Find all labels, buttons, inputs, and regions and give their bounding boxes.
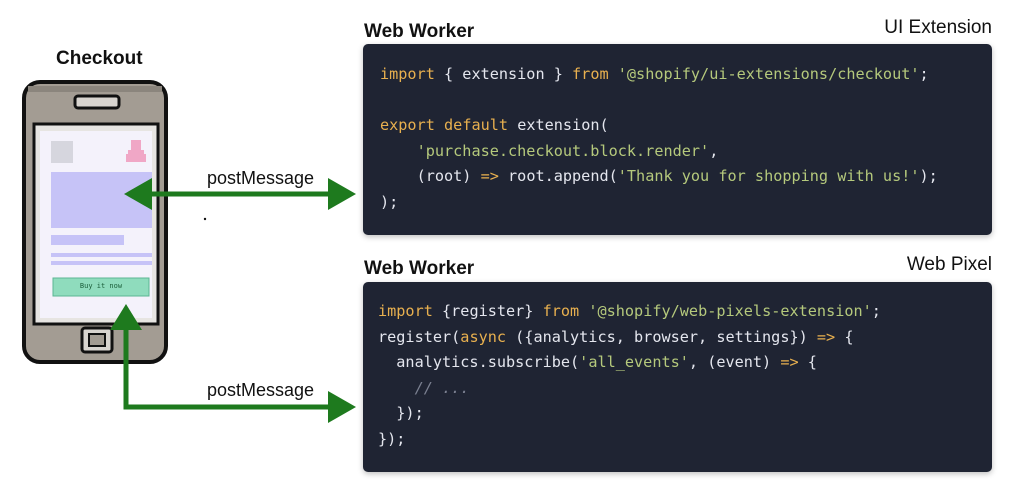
code-token: import [378, 302, 433, 320]
code-line: }); [378, 427, 992, 453]
code-token: {register} [432, 302, 543, 320]
code-token: '@shopify/web-pixels-extension' [588, 302, 872, 320]
thumbnail-placeholder [51, 141, 73, 163]
code-line: // ... [378, 376, 992, 402]
code-token: { extension } [434, 65, 573, 83]
code-token: 'all_events' [579, 353, 689, 371]
code-token: => [480, 167, 499, 185]
code-token: analytics.subscribe( [378, 353, 580, 371]
code-token: ({analytics, browser, settings}) [506, 327, 817, 346]
person-icon [126, 140, 146, 162]
code-token: ); [380, 192, 399, 211]
phone-illustration [22, 80, 168, 364]
code-token: async [460, 327, 507, 346]
code-token [435, 116, 444, 134]
code-token: from [572, 65, 609, 83]
checkout-title: Checkout [56, 48, 143, 69]
code-token: 'purchase.checkout.block.render' [416, 141, 710, 160]
web-pixel-label: Web Pixel [906, 254, 992, 275]
code-token: (root) [380, 167, 481, 185]
code-token: root.append( [498, 167, 618, 185]
code-line: (root) => root.append('Thank you for sho… [380, 164, 992, 190]
code-token: }); [378, 429, 406, 448]
buy-it-now-button [52, 277, 150, 297]
code-token: import [380, 65, 435, 83]
code-token: 'Thank you for shopping with us!' [617, 167, 920, 185]
code-token: ; [871, 302, 881, 320]
top-post-message-arrow [124, 178, 356, 210]
code-line: import { extension } from '@shopify/ui-e… [380, 62, 992, 88]
code-token: // ... [414, 378, 470, 397]
ui-extension-code: import { extension } from '@shopify/ui-e… [380, 62, 992, 215]
code-token: from [542, 302, 580, 320]
ui-extension-label: UI Extension [884, 17, 992, 38]
bottom-arrow-label: postMessage [207, 380, 315, 400]
code-token [378, 379, 415, 397]
code-line: export default extension( [380, 113, 992, 139]
code-line [380, 88, 992, 114]
code-token: , (event) [688, 353, 781, 371]
code-line: }); [378, 401, 992, 427]
code-token: register( [378, 327, 461, 346]
buy-button-label: Buy it now [79, 282, 123, 290]
code-token: default [444, 116, 509, 134]
code-token: { [835, 327, 854, 346]
code-token: extension( [508, 116, 609, 134]
code-token: export [380, 116, 435, 134]
speaker-icon [73, 94, 121, 110]
code-token: }); [378, 404, 424, 422]
ui-extension-worker-label: Web Worker [364, 21, 475, 42]
code-token: '@shopify/ui-extensions/checkout' [617, 65, 920, 83]
code-token: ; [919, 65, 929, 83]
code-token [579, 302, 588, 320]
web-pixel-code: import {register} from '@shopify/web-pix… [378, 299, 992, 452]
code-token [380, 142, 417, 160]
code-line: register(async ({analytics, browser, set… [378, 325, 992, 351]
stray-dot [203, 217, 207, 221]
code-line: 'purchase.checkout.block.render', [380, 139, 992, 165]
code-token: , [709, 141, 719, 160]
code-token: ); [919, 167, 938, 185]
code-line: import {register} from '@shopify/web-pix… [378, 299, 992, 325]
web-pixel-code-card: import {register} from '@shopify/web-pix… [363, 282, 992, 472]
code-line: analytics.subscribe('all_events', (event… [378, 350, 992, 376]
code-token: => [816, 327, 836, 346]
code-token [609, 65, 618, 83]
ui-extension-code-card: import { extension } from '@shopify/ui-e… [363, 44, 992, 235]
web-pixel-worker-label: Web Worker [364, 258, 475, 279]
code-token: => [780, 353, 799, 371]
code-line: ); [380, 190, 992, 216]
bottom-post-message-arrow [110, 304, 356, 423]
top-arrow-label: postMessage [207, 168, 315, 188]
code-token: { [798, 353, 817, 371]
